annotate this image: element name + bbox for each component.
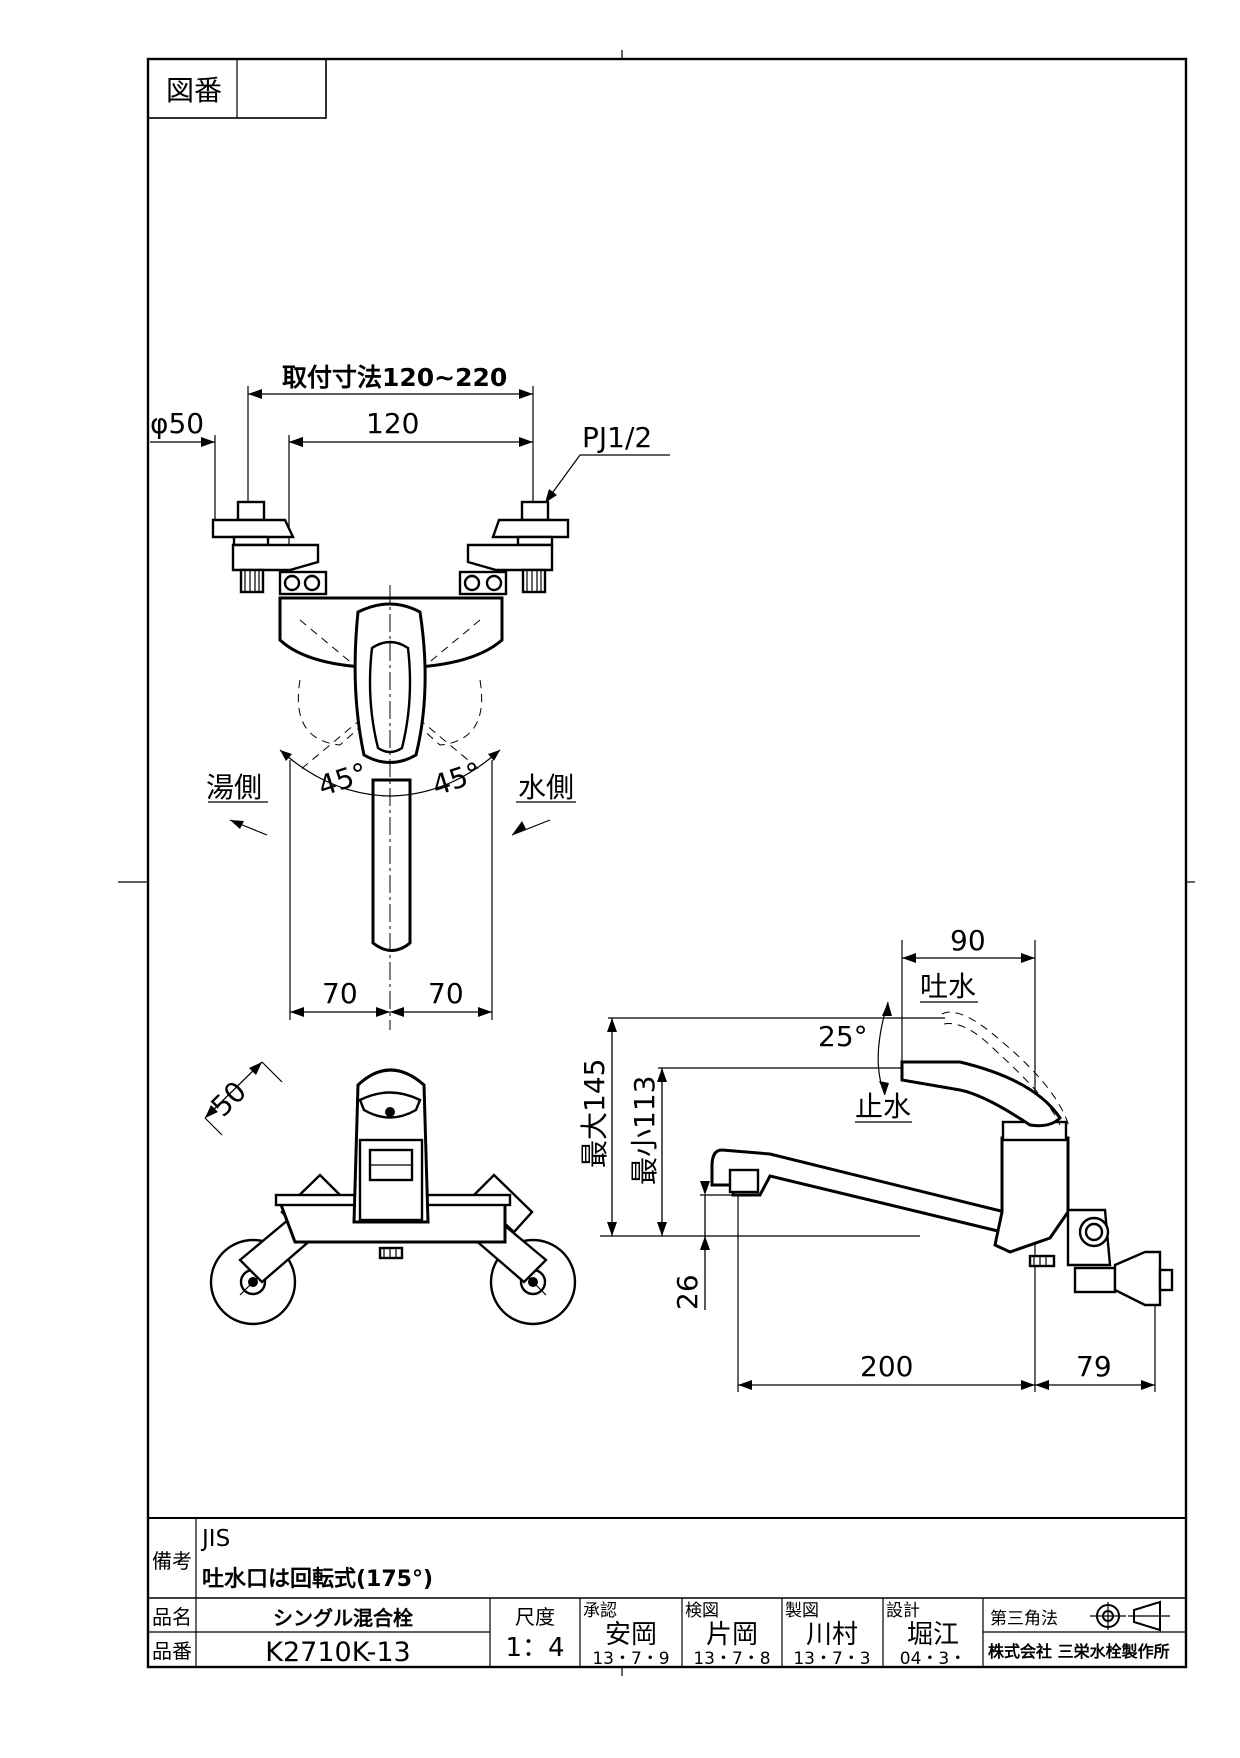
approval-date: 13・7・9: [592, 1649, 669, 1669]
check-label: 検図: [685, 1601, 719, 1621]
drawing-number-box: 図番: [147, 58, 327, 119]
sheet-border: [118, 50, 1195, 1676]
product-name: シングル混合栓: [273, 1606, 413, 1630]
hot-side-label: 湯側: [206, 771, 262, 804]
lever-angle-dim: 25°: [818, 1020, 868, 1053]
cold-angle-dim: 45°: [428, 756, 485, 803]
draft-label: 製図: [785, 1601, 819, 1621]
design-date: 04・3・: [900, 1649, 966, 1669]
max-145-dim: 最大145: [578, 1059, 611, 1168]
product-number-label: 品番: [152, 1639, 192, 1663]
title-block: 備考 JIS 吐水口は回転式(175°) 品名 シングル混合栓 品番 K2710…: [148, 1517, 1186, 1669]
design-name: 堀江: [907, 1620, 959, 1650]
center-spacing-dim: 120: [366, 407, 419, 440]
top-90-dim: 90: [950, 924, 986, 957]
company-name: 株式会社 三栄水栓製作所: [988, 1642, 1170, 1661]
remarks-line2: 吐水口は回転式(175°): [202, 1566, 433, 1592]
dim-26: 26: [671, 1274, 704, 1310]
min-113-dim: 最小113: [628, 1076, 661, 1185]
check-name: 片岡: [706, 1620, 758, 1650]
dim-200: 200: [860, 1350, 913, 1383]
design-label: 設計: [886, 1601, 920, 1621]
third-angle-projection-icon: [1090, 1600, 1170, 1632]
remarks-label: 備考: [152, 1549, 192, 1573]
scale-label: 尺度: [515, 1605, 555, 1629]
side-50-dim: 50: [205, 1075, 254, 1124]
draft-date: 13・7・3: [793, 1649, 870, 1669]
projection-label: 第三角法: [990, 1609, 1058, 1629]
drawing-number-label: 図番: [166, 74, 222, 107]
product-name-label: 品名: [152, 1605, 192, 1629]
scale-value: 1：4: [505, 1633, 564, 1663]
cold-side-label: 水側: [518, 771, 574, 804]
bottom-view: 50: [205, 1061, 577, 1326]
side-view: 90 吐水 25° 止水 最大145 最小113 26 200 79: [578, 924, 1174, 1392]
approval-label: 承認: [583, 1601, 617, 1621]
product-number: K2710K-13: [265, 1637, 410, 1668]
draft-name: 川村: [806, 1620, 858, 1650]
thread-dim: PJ1/2: [582, 421, 652, 454]
right-70-dim: 70: [428, 977, 464, 1010]
spout-open-label: 吐水: [920, 970, 976, 1003]
spout-stop-label: 止水: [855, 1090, 911, 1123]
remarks-line1: JIS: [200, 1526, 230, 1552]
check-date: 13・7・8: [693, 1649, 770, 1669]
mount-range-dim: 取付寸法120~220: [282, 363, 507, 392]
hot-angle-dim: 45°: [314, 756, 371, 803]
diameter-dim: φ50: [150, 407, 204, 440]
left-70-dim: 70: [322, 977, 358, 1010]
dim-79: 79: [1076, 1350, 1112, 1383]
approval-name: 安岡: [605, 1620, 657, 1650]
front-view: 取付寸法120~220 φ50 120 PJ1/2 湯側 水側 45° 45° …: [150, 363, 670, 1030]
